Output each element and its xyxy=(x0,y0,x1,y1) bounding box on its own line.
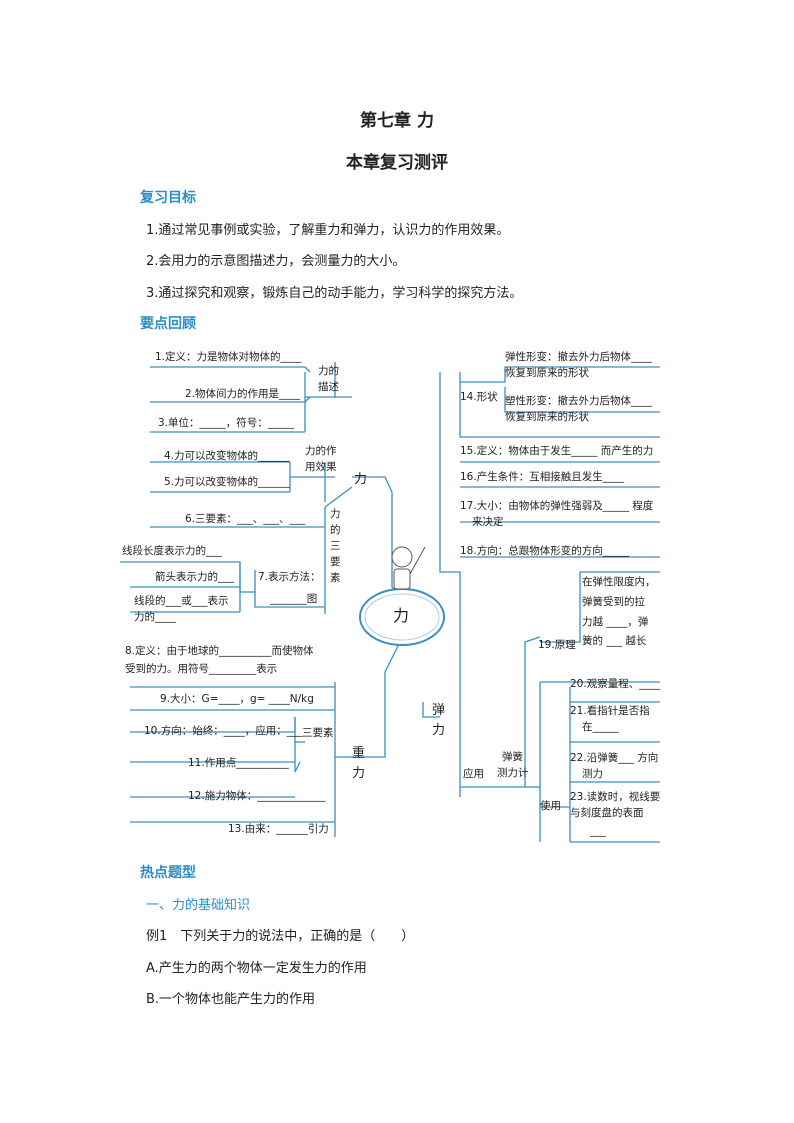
elastic-principle-2: 弹簧受到的拉 xyxy=(582,595,645,608)
branch-gravity-2: 力 xyxy=(352,766,365,781)
node-3: 3.单位：_____，符号：_____ xyxy=(158,416,295,429)
group-elem-3: 三 xyxy=(330,540,341,552)
elastic-b1: 塑性形变：撤去外力后物体____ xyxy=(505,394,653,407)
node-2: 2.物体间力的作用是____ xyxy=(185,387,301,400)
elastic-principle-1: 在弹性限度内， xyxy=(582,575,656,588)
elastic-18: 18.方向：总跟物体形变的方向_____ xyxy=(460,544,630,557)
teacher-figure-icon xyxy=(391,546,426,590)
branch-elastic-2: 力 xyxy=(432,723,445,738)
group-desc-1: 力的 xyxy=(318,364,339,377)
group-elem-1: 力 xyxy=(330,507,341,520)
elastic-20: 20.观察量程、____ xyxy=(570,677,661,690)
gravity-8b: 受到的力。用符号_________表示 xyxy=(125,662,277,675)
elastic-23b: 与刻度盘的表面 xyxy=(570,806,644,819)
node-7-diagram: _______图 xyxy=(269,593,317,605)
elastic-21a: 21.看指针是否指 xyxy=(570,704,650,717)
gravity-8a: 8.定义：由于地球的__________而使物体 xyxy=(125,644,314,657)
goal-1: 1.通过常见事例或实验，了解重力和弹力，认识力的作用效果。 xyxy=(146,223,510,238)
node-7a: 线段长度表示力的___ xyxy=(122,544,222,557)
elastic-21b: 在_____ xyxy=(582,721,619,733)
gravity-11: 11.作用点__________ xyxy=(188,757,289,769)
goal-3: 3.通过探究和观察，锻炼自己的动手能力，学习科学的探究方法。 xyxy=(146,286,523,301)
elastic-22a: 22.沿弹簧___ 方向 xyxy=(570,751,658,764)
gravity-13: 13.由来：______引力 xyxy=(228,822,329,835)
node-7c: 线段的___或___表示 xyxy=(134,594,229,607)
branch-elastic-1: 弹 xyxy=(432,703,445,718)
node-7d: 力的____ xyxy=(134,610,177,623)
node-7-label: 7.表示方法： xyxy=(258,570,321,583)
elastic-spring-1: 弹簧 xyxy=(502,750,523,763)
node-6: 6.三要素：___、___、___ xyxy=(185,512,306,525)
page-subtitle: 本章复习测评 xyxy=(346,153,448,173)
node-7b: 箭头表示力的___ xyxy=(155,570,234,583)
gravity-10: 10.方向：始终：____，应用：___ xyxy=(144,724,303,737)
hot-topic: 一、力的基础知识 xyxy=(146,898,251,913)
center-node: 力 xyxy=(393,606,409,625)
elastic-16: 16.产生条件：互相接触且发生____ xyxy=(460,470,624,483)
section-review: 要点回顾 xyxy=(140,316,196,332)
group-elem-5: 素 xyxy=(330,571,341,584)
elastic-23a: 23.读数时，视线要 xyxy=(570,790,660,803)
elastic-14: 14.形状 xyxy=(460,390,498,403)
gravity-group: 三要素 xyxy=(302,726,334,739)
chapter-title: 第七章 力 xyxy=(360,111,434,131)
elastic-15: 15.定义：物体由于发生_____ 而产生的力 xyxy=(460,444,653,457)
elastic-spring-2: 测力计 xyxy=(497,766,529,779)
elastic-principle-4: 簧的 ___ 越长 xyxy=(582,634,647,647)
node-5: 5.力可以改变物体的______ xyxy=(164,475,290,488)
mind-map: 1.定义：力是物体对物体的____ 2.物体间力的作用是____ 3.单位：__… xyxy=(120,350,661,843)
section-goals: 复习目标 xyxy=(140,190,196,206)
elastic-principle-3: 力越 ____，弹 xyxy=(582,615,649,628)
section-hot: 热点题型 xyxy=(140,865,196,881)
branch-gravity-1: 重 xyxy=(352,745,365,761)
group-desc-2: 描述 xyxy=(318,380,339,393)
elastic-a1: 弹性形变：撤去外力后物体____ xyxy=(505,350,653,363)
elastic-b2: 恢复到原来的形状 xyxy=(505,410,589,423)
elastic-a2: 恢复到原来的形状 xyxy=(505,366,589,379)
group-elem-4: 要 xyxy=(330,556,341,568)
elastic-17b: 来决定 xyxy=(472,515,504,528)
group-elem-2: 的 xyxy=(330,523,341,536)
goal-2: 2.会用力的示意图描述力，会测量力的大小。 xyxy=(146,254,406,269)
example-question: 例1 下列关于力的说法中，正确的是（ ） xyxy=(146,929,415,944)
elastic-use: 使用 xyxy=(540,799,561,812)
node-1: 1.定义：力是物体对物体的____ xyxy=(155,350,302,363)
elastic-19: 19.原理 xyxy=(538,639,576,651)
group-effect-1: 力的作 xyxy=(305,444,337,457)
gravity-9: 9.大小：G=____，g= ____N/kg xyxy=(160,692,314,705)
group-effect-2: 用效果 xyxy=(305,460,337,473)
node-4: 4.力可以改变物体的______ xyxy=(164,449,290,462)
option-b: B.一个物体也能产生力的作用 xyxy=(146,992,316,1007)
elastic-17a: 17.大小：由物体的弹性强弱及_____ 程度 xyxy=(460,499,654,512)
elastic-apply: 应用 xyxy=(463,767,484,780)
branch-force: 力 xyxy=(354,472,367,487)
elastic-23c: ___ xyxy=(589,825,607,837)
option-a: A.产生力的两个物体一定发生力的作用 xyxy=(146,961,367,976)
gravity-12: 12.施力物体：_____________ xyxy=(188,789,326,802)
elastic-22b: 测力 xyxy=(582,767,603,780)
